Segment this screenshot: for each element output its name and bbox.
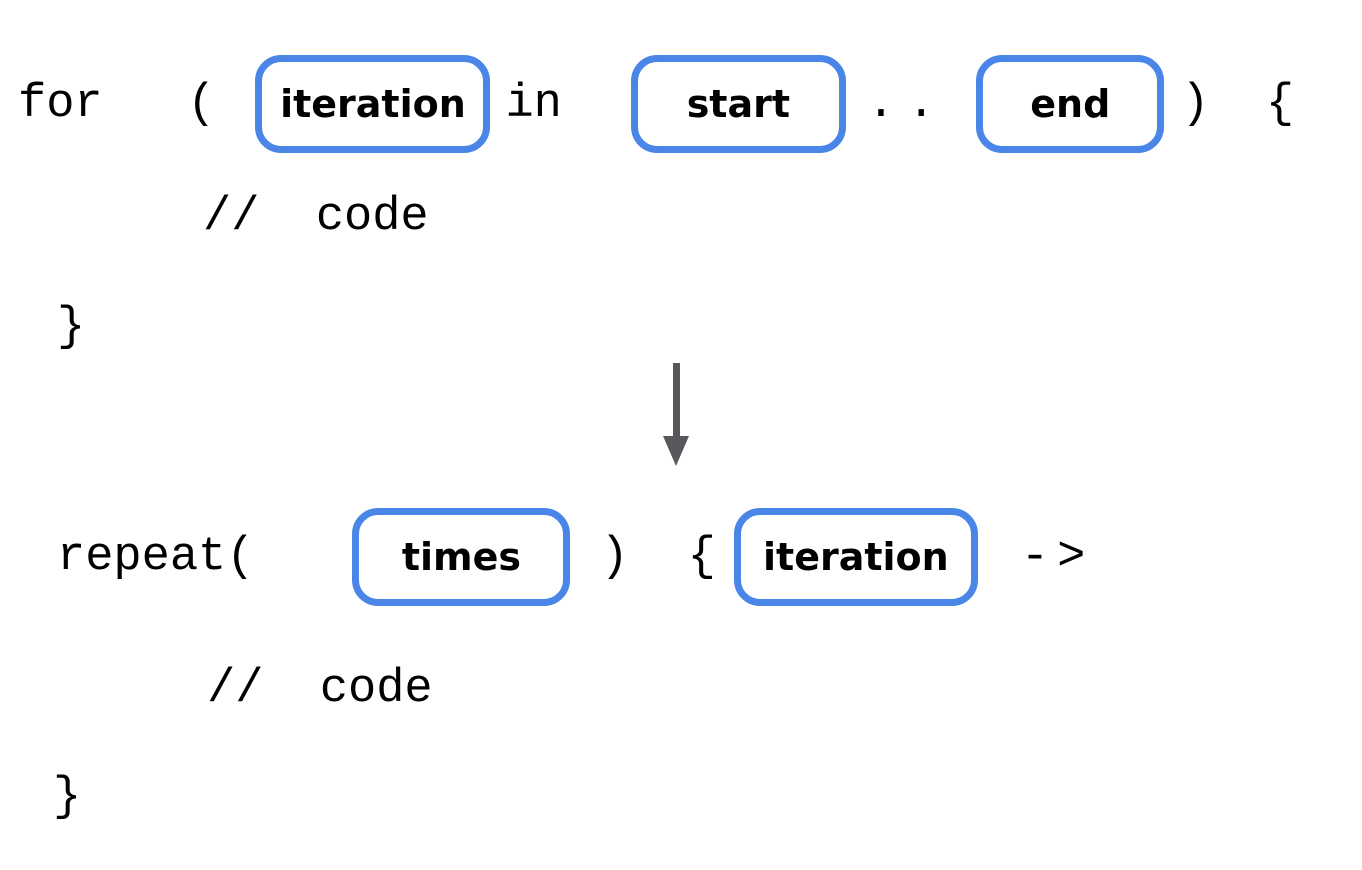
iteration-placeholder-label: iteration [280, 82, 466, 126]
range-operator: .. [866, 77, 948, 131]
repeat-body-comment: // code [207, 663, 433, 716]
for-syntax-line: for ( iteration in start .. end ) { [0, 55, 1294, 153]
repeat-keyword-open-paren: repeat( [57, 530, 255, 584]
start-placeholder-box: start [630, 55, 846, 153]
down-arrow-icon [663, 363, 689, 466]
iteration-placeholder-label-2: iteration [763, 535, 949, 579]
down-arrow-shaft [672, 363, 680, 436]
repeat-syntax-line: repeat( times ) { iteration -> [0, 508, 1093, 606]
iteration-placeholder-box-2: iteration [733, 508, 978, 606]
times-placeholder-box: times [352, 508, 571, 606]
down-arrow-head [663, 436, 689, 466]
close-paren: ) [600, 530, 629, 584]
for-keyword-open-paren: for ( [18, 77, 216, 131]
end-placeholder-label: end [1030, 82, 1111, 126]
lambda-arrow-operator: -> [1020, 530, 1094, 584]
for-body-comment: // code [203, 191, 429, 244]
open-brace: { [687, 530, 716, 584]
in-keyword: in [505, 77, 562, 131]
times-placeholder-label: times [401, 535, 522, 579]
repeat-closing-brace: } [53, 771, 82, 824]
iteration-placeholder-box: iteration [255, 55, 491, 153]
close-paren-open-brace: ) { [1181, 77, 1295, 131]
start-placeholder-label: start [686, 82, 791, 126]
for-closing-brace: } [57, 301, 86, 354]
end-placeholder-box: end [976, 55, 1165, 153]
